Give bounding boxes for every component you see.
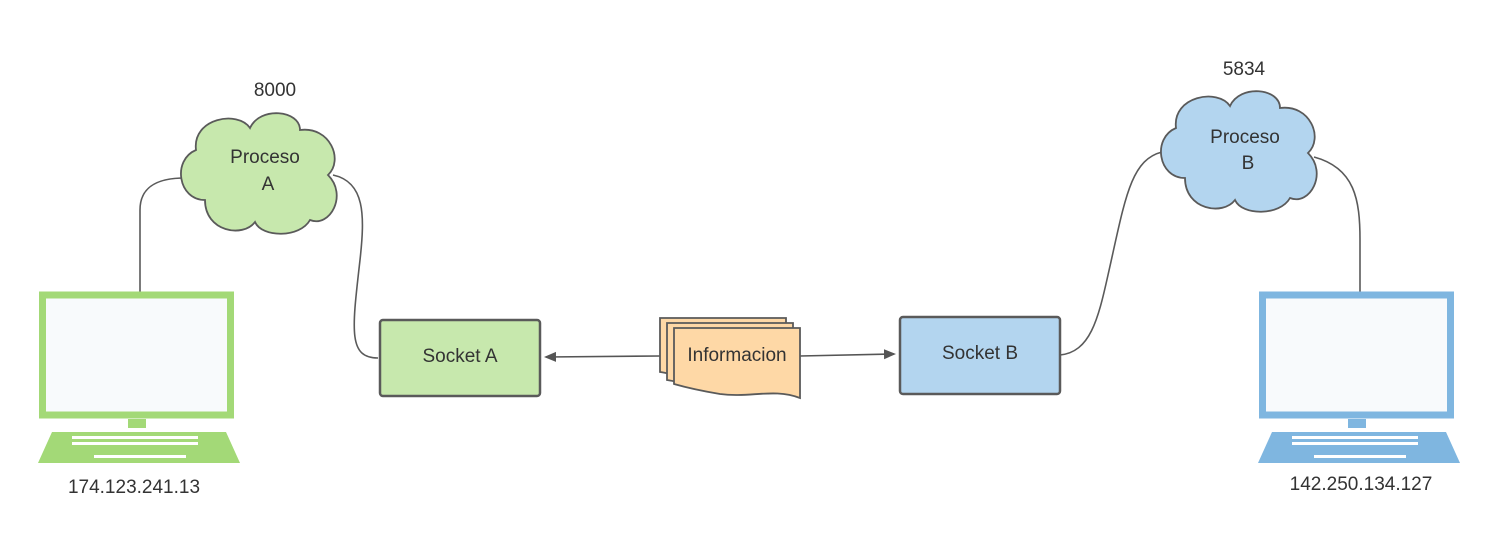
connector-process-b-to-laptop-b — [1313, 156, 1361, 292]
socket-b-box — [898, 315, 1062, 396]
process-a-label-line1: Proceso — [230, 147, 300, 168]
process-b-label-line1: Proceso — [1210, 127, 1280, 148]
port-b-label: 5834 — [1223, 59, 1266, 80]
port-a-label: 8000 — [254, 80, 296, 101]
connector-socket-b-to-process-b — [1059, 151, 1163, 356]
connector-laptop-a-to-process-a — [139, 177, 186, 292]
socket-a-label: Socket A — [423, 346, 498, 367]
arrow-to-socket-a — [544, 351, 661, 362]
socket-a-box — [378, 318, 542, 398]
arrow-to-socket-b — [799, 349, 896, 360]
process-a-label-line2: A — [262, 174, 275, 195]
process-b-cloud-icon — [1160, 90, 1318, 213]
connector-process-a-to-socket-a — [332, 174, 379, 359]
laptop-a-icon — [38, 291, 240, 463]
laptop-b-icon — [1258, 291, 1460, 463]
socket-b-label: Socket B — [942, 343, 1018, 364]
ip-a-label: 174.123.241.13 — [68, 477, 200, 498]
ip-b-label: 142.250.134.127 — [1290, 474, 1433, 495]
information-label: Informacion — [687, 345, 786, 366]
process-a-cloud-icon — [180, 112, 338, 235]
information-document-stack-icon — [659, 317, 801, 400]
process-b-label-line2: B — [1242, 153, 1255, 174]
